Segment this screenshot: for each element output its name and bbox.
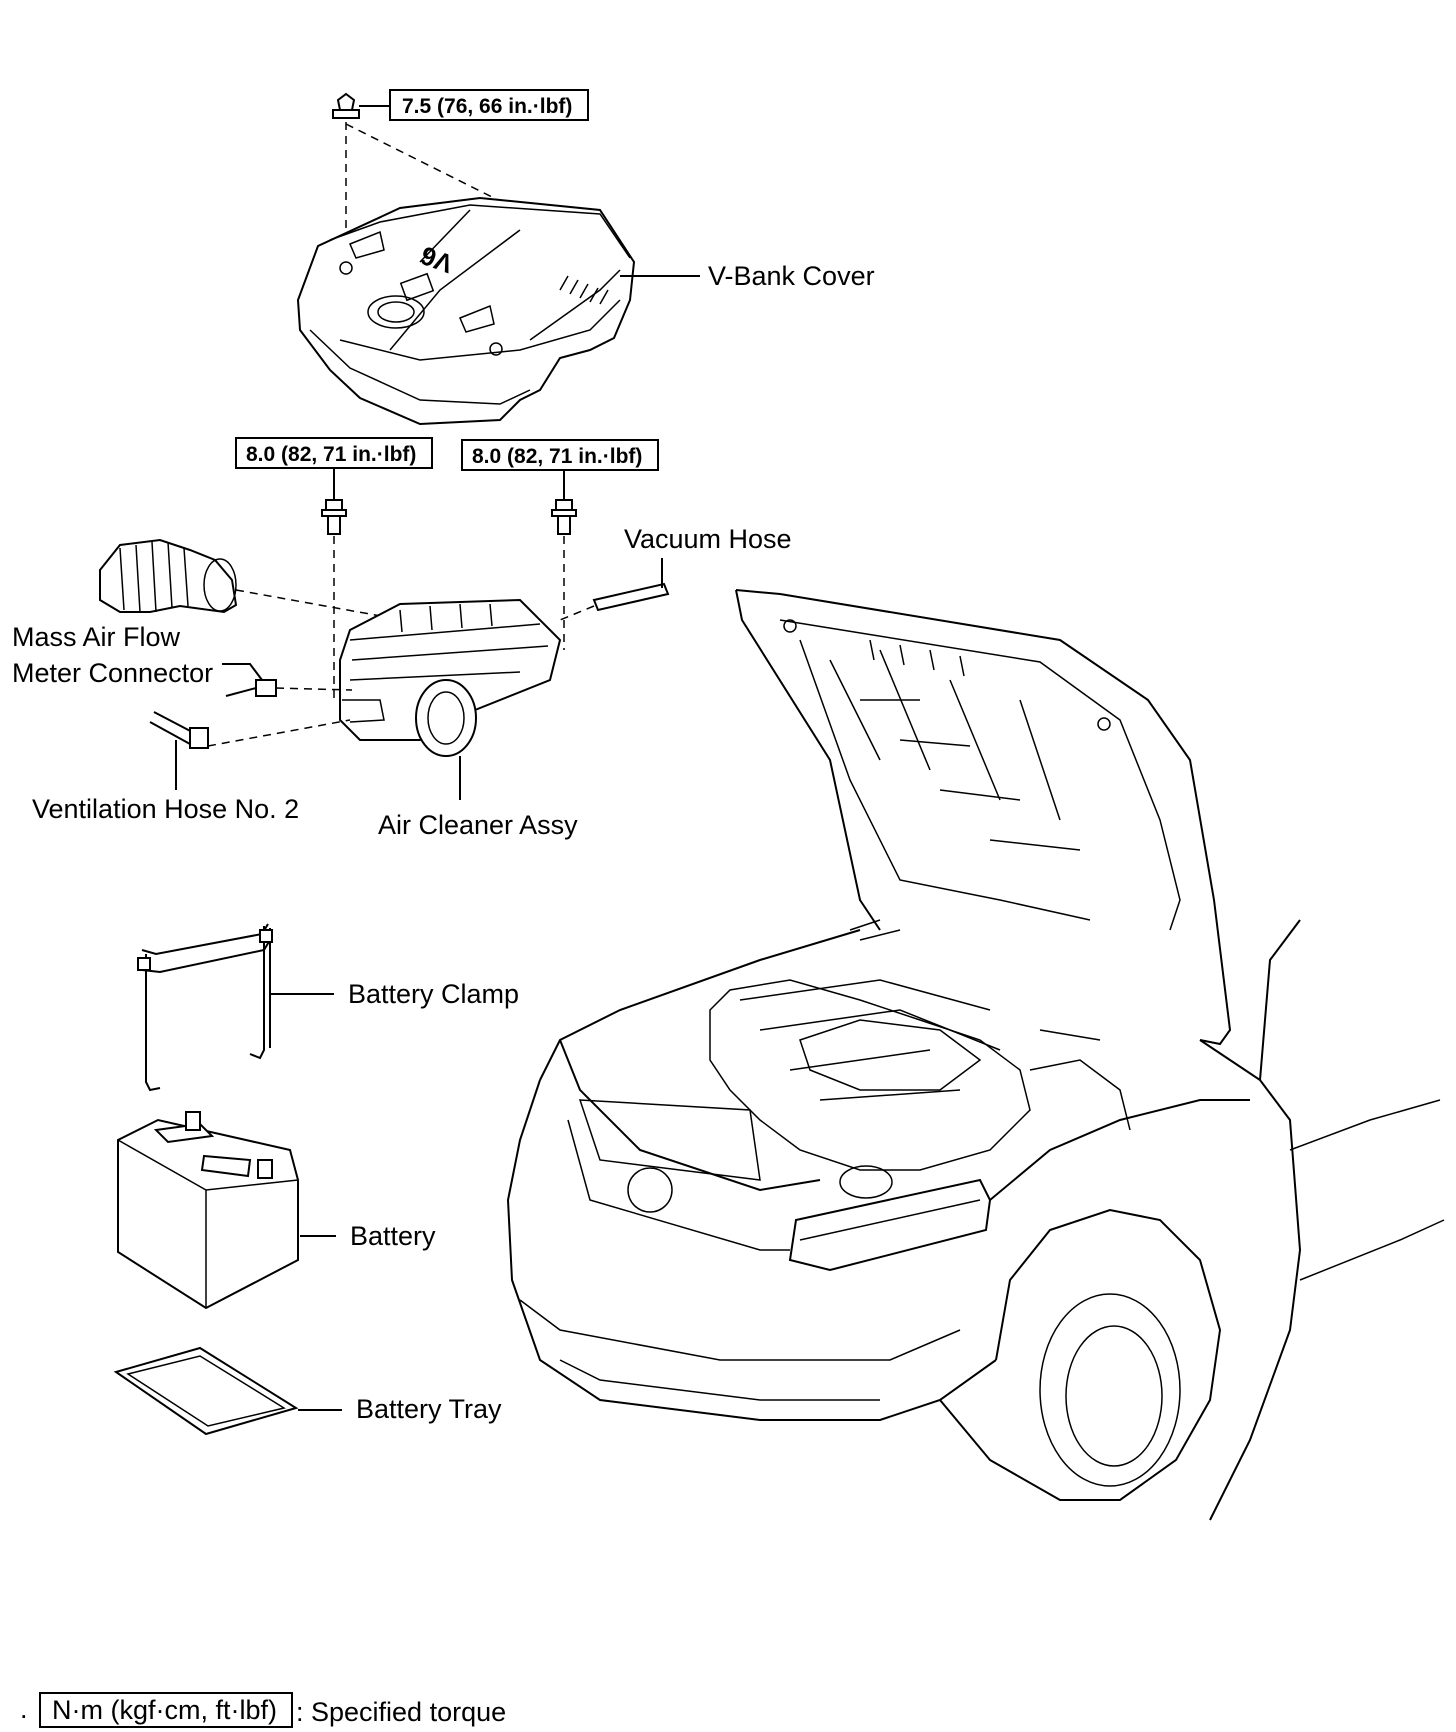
- torque-legend: . N·m (kgf·cm, ft·lbf) : Specified torqu…: [20, 1692, 506, 1728]
- legend-bullet: .: [20, 1694, 28, 1724]
- battery-clamp-drawing: [137, 923, 273, 1092]
- label-battery-tray: Battery Tray: [356, 1394, 502, 1424]
- torque-box-air-cleaner-right: 8.0 (82, 71 in.·lbf): [461, 439, 659, 500]
- intake-duct-drawing: [99, 538, 238, 614]
- torque-value-air-cleaner-left: 8.0 (82, 71 in.·lbf): [246, 443, 416, 466]
- label-air-cleaner: Air Cleaner Assy: [378, 810, 578, 840]
- label-battery: Battery: [350, 1221, 436, 1251]
- label-ventilation-hose: Ventilation Hose No. 2: [32, 794, 299, 824]
- battery-drawing: [117, 1111, 299, 1310]
- torque-box-v-bank: 7.5 (76, 66 in.·lbf): [359, 89, 589, 121]
- label-v-bank-cover: V-Bank Cover: [708, 261, 875, 291]
- label-vacuum-hose: Vacuum Hose: [624, 524, 792, 554]
- label-maf-line2: Meter Connector: [12, 658, 213, 688]
- ventilation-hose-drawing: [149, 711, 209, 749]
- bolt-left-drawing: [321, 499, 347, 535]
- label-maf-line1: Mass Air Flow: [12, 622, 181, 652]
- torque-value-air-cleaner-right: 8.0 (82, 71 in.·lbf): [472, 445, 642, 468]
- air-cleaner-drawing: [339, 598, 562, 757]
- label-battery-clamp: Battery Clamp: [348, 979, 519, 1009]
- legend-meaning: : Specified torque: [296, 1697, 506, 1727]
- torque-box-air-cleaner-left: 8.0 (82, 71 in.·lbf): [235, 437, 433, 500]
- v-bank-cover-drawing: V6: [296, 196, 636, 426]
- vehicle-drawing: [506, 589, 1445, 1521]
- vacuum-hose-drawing: [592, 582, 670, 612]
- legend-unit-box: N·m (kgf·cm, ft·lbf): [52, 1695, 277, 1725]
- bolt-right-drawing: [551, 499, 577, 535]
- torque-value-v-bank: 7.5 (76, 66 in.·lbf): [402, 95, 572, 118]
- v-bank-nut-drawing: [332, 92, 360, 119]
- maf-connector-drawing: [222, 663, 277, 697]
- battery-tray-drawing: [113, 1346, 299, 1436]
